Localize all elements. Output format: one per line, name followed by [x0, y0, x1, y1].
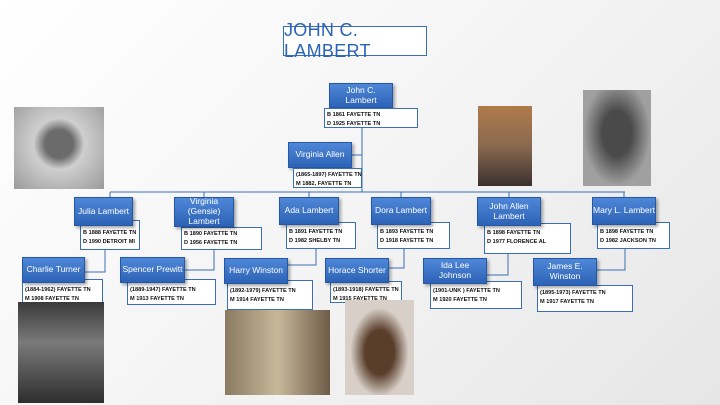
info-line: D 1982 SHELBY TN — [289, 237, 341, 244]
couple-photo — [18, 302, 104, 403]
child-name-box[interactable]: Ada Lambert — [279, 197, 339, 225]
info-line: B 1893 FAYETTE TN — [380, 229, 434, 235]
spouse-name-box[interactable]: Harry Winston — [224, 258, 288, 284]
spouse-name-box[interactable]: James E. Winston — [533, 258, 597, 286]
info-line: (1889-1947) FAYETTE TN — [130, 287, 196, 293]
couple-photo — [225, 310, 330, 395]
child-name-box[interactable]: Mary L. Lambert — [592, 197, 656, 225]
spouse-info-box: (1901-UNK ) FAYETTE TN M 1920 FAYETTE TN — [430, 281, 522, 309]
info-line: B 1898 FAYETTE TN — [600, 229, 654, 235]
info-line: B 1891 FAYETTE TN — [289, 229, 343, 235]
info-line: (1865-1897) FAYETTE TN — [296, 172, 362, 178]
info-line: D 1918 FAYETTE TN — [380, 237, 434, 244]
info-line: D 1982 JACKSON TN — [600, 237, 656, 244]
spouse-info-box: (1892-1979) FAYETTE TN M 1914 FAYETTE TN — [227, 280, 313, 310]
info-line: (1892-1979) FAYETTE TN — [230, 288, 296, 294]
info-line: M 1882, FAYETTE TN — [296, 180, 352, 187]
child-info-box: B 1890 FAYETTE TN D 1956 FAYETTE TN — [181, 227, 262, 250]
info-line: D 1925 FAYETTE TN — [327, 120, 381, 127]
info-line: M 1913 FAYETTE TN — [130, 295, 184, 302]
child-info-box: B 1898 FAYETTE TN D 1982 JACKSON TN — [597, 222, 670, 249]
child-info-box: B 1893 FAYETTE TN D 1918 FAYETTE TN — [377, 222, 450, 249]
child-name-box[interactable]: John Allen Lambert — [477, 197, 541, 226]
portrait-photo — [478, 106, 532, 186]
page-title: JOHN C. LAMBERT — [283, 20, 427, 61]
info-line: M 1915 FAYETTE TN — [333, 295, 387, 302]
info-line: (1901-UNK ) FAYETTE TN — [433, 288, 500, 294]
info-line: B 1890 FAYETTE TN — [184, 231, 238, 237]
root-name-box[interactable]: John C. Lambert — [329, 83, 393, 108]
portrait-photo — [14, 107, 104, 189]
spouse-name-box[interactable]: Spencer Prewitt — [120, 257, 185, 283]
child-name-box[interactable]: Julia Lambert — [74, 197, 133, 226]
spouse-name-box[interactable]: Horace Shorter — [325, 258, 389, 283]
info-line: M 1920 FAYETTE TN — [433, 296, 487, 303]
info-line: D 1990 DETROIT MI — [83, 238, 135, 245]
info-line: B 1888 FAYETTE TN — [83, 230, 137, 236]
child-name-box[interactable]: Virginia (Gensie) Lambert — [174, 196, 234, 227]
child-info-box: B 1898 FAYETTE TN D 1977 FLORENCE AL — [484, 223, 571, 254]
spouse-name-box[interactable]: Charlie Turner — [22, 257, 85, 283]
portrait-photo — [583, 90, 651, 186]
info-line: D 1956 FAYETTE TN — [184, 239, 238, 246]
spouse-name-box[interactable]: Ida Lee Johnson — [423, 258, 487, 284]
info-line: (1884-1962) FAYETTE TN — [25, 287, 91, 293]
info-line: (1893-1918) FAYETTE TN — [333, 287, 399, 293]
spouse-info-box: (1865-1897) FAYETTE TN M 1882, FAYETTE TN — [293, 168, 362, 188]
root-info-box: B 1861 FAYETTE TN D 1925 FAYETTE TN — [324, 108, 418, 128]
child-info-box: B 1891 FAYETTE TN D 1982 SHELBY TN — [286, 222, 356, 249]
spouse-info-box: (1895-1973) FAYETTE TN M 1917 FAYETTE TN — [537, 285, 633, 312]
spouse-name-box[interactable]: Virginia Allen — [288, 142, 352, 168]
info-line: M 1917 FAYETTE TN — [540, 298, 594, 305]
info-line: M 1908 FAYETTE TN — [25, 295, 79, 302]
info-line: M 1914 FAYETTE TN — [230, 296, 284, 303]
info-line: (1895-1973) FAYETTE TN — [540, 290, 606, 296]
info-line: D 1977 FLORENCE AL — [487, 238, 547, 245]
couple-photo — [345, 300, 414, 395]
child-name-box[interactable]: Dora Lambert — [371, 197, 431, 225]
info-line: B 1898 FAYETTE TN — [487, 230, 541, 236]
info-line: B 1861 FAYETTE TN — [327, 112, 381, 118]
